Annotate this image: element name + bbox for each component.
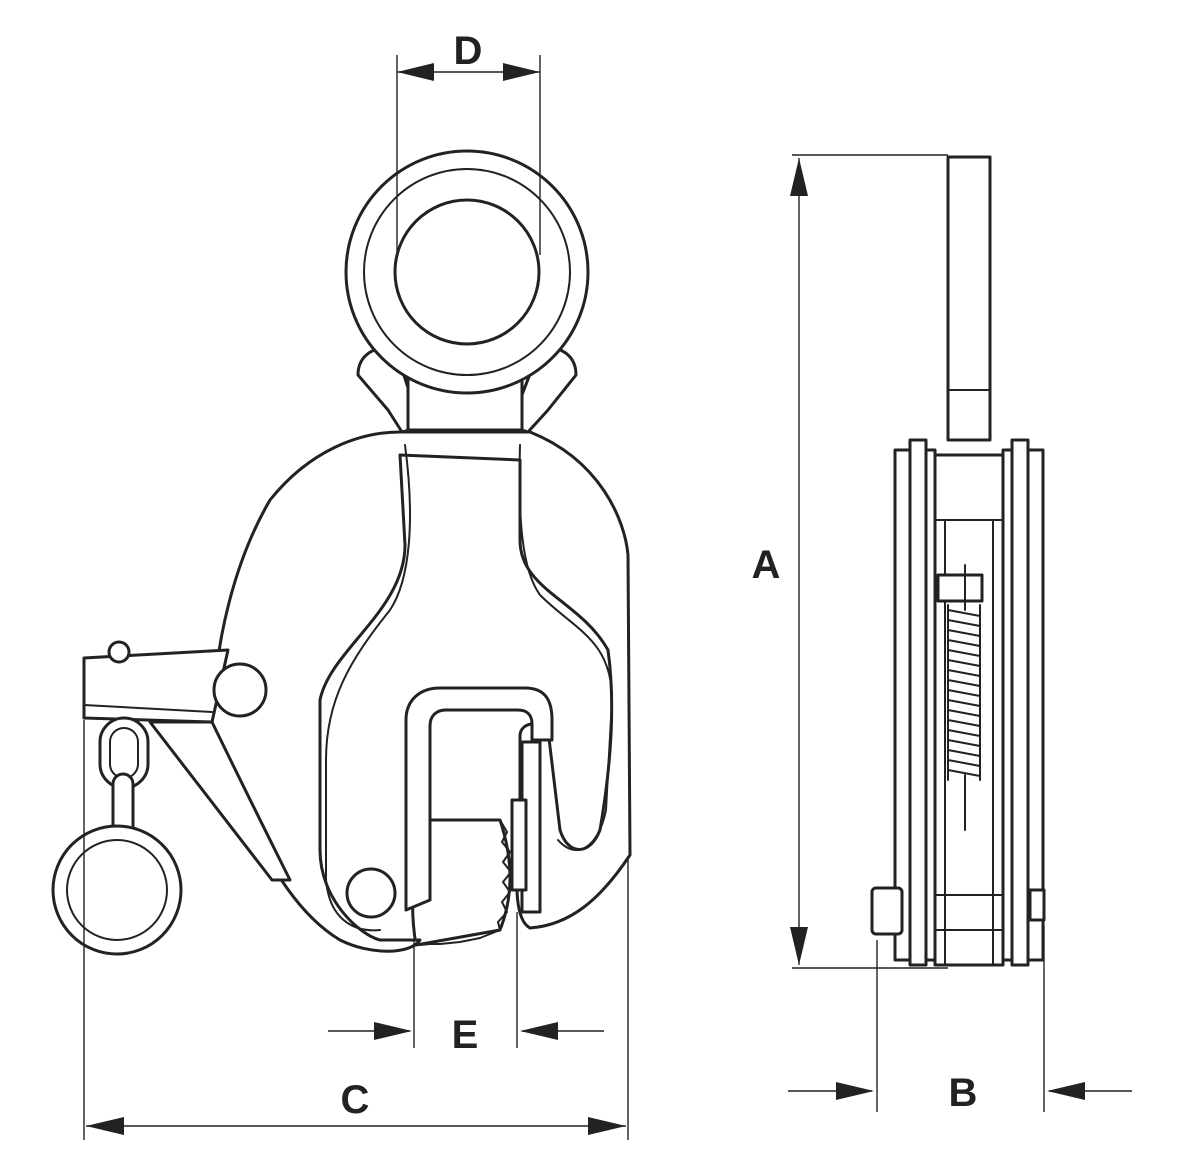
dimension-b: B — [788, 925, 1132, 1115]
label-b: B — [949, 1071, 978, 1115]
label-e: E — [452, 1013, 479, 1057]
jaw-slot — [325, 444, 613, 932]
pull-ring-chain — [51, 716, 183, 956]
inner-jaw — [404, 686, 554, 912]
side-view — [870, 155, 1046, 967]
label-c: C — [341, 1078, 370, 1122]
dimension-a: A — [752, 154, 948, 969]
dimension-e: E — [328, 912, 604, 1057]
front-view — [51, 149, 632, 956]
pad-plate-small — [510, 798, 528, 892]
dimension-c: C — [83, 720, 629, 1140]
dimensions: D A B E — [83, 29, 1132, 1140]
pivot-pin-lower — [345, 867, 397, 919]
lever-arm — [82, 640, 292, 882]
label-a: A — [752, 543, 781, 587]
spring — [936, 564, 984, 831]
dimension-d: D — [396, 29, 541, 255]
label-d: D — [454, 29, 483, 73]
side-nut — [1028, 888, 1046, 922]
lifting-eye — [344, 149, 590, 432]
pivot-pin-upper — [212, 662, 268, 718]
side-bolt — [870, 886, 904, 936]
